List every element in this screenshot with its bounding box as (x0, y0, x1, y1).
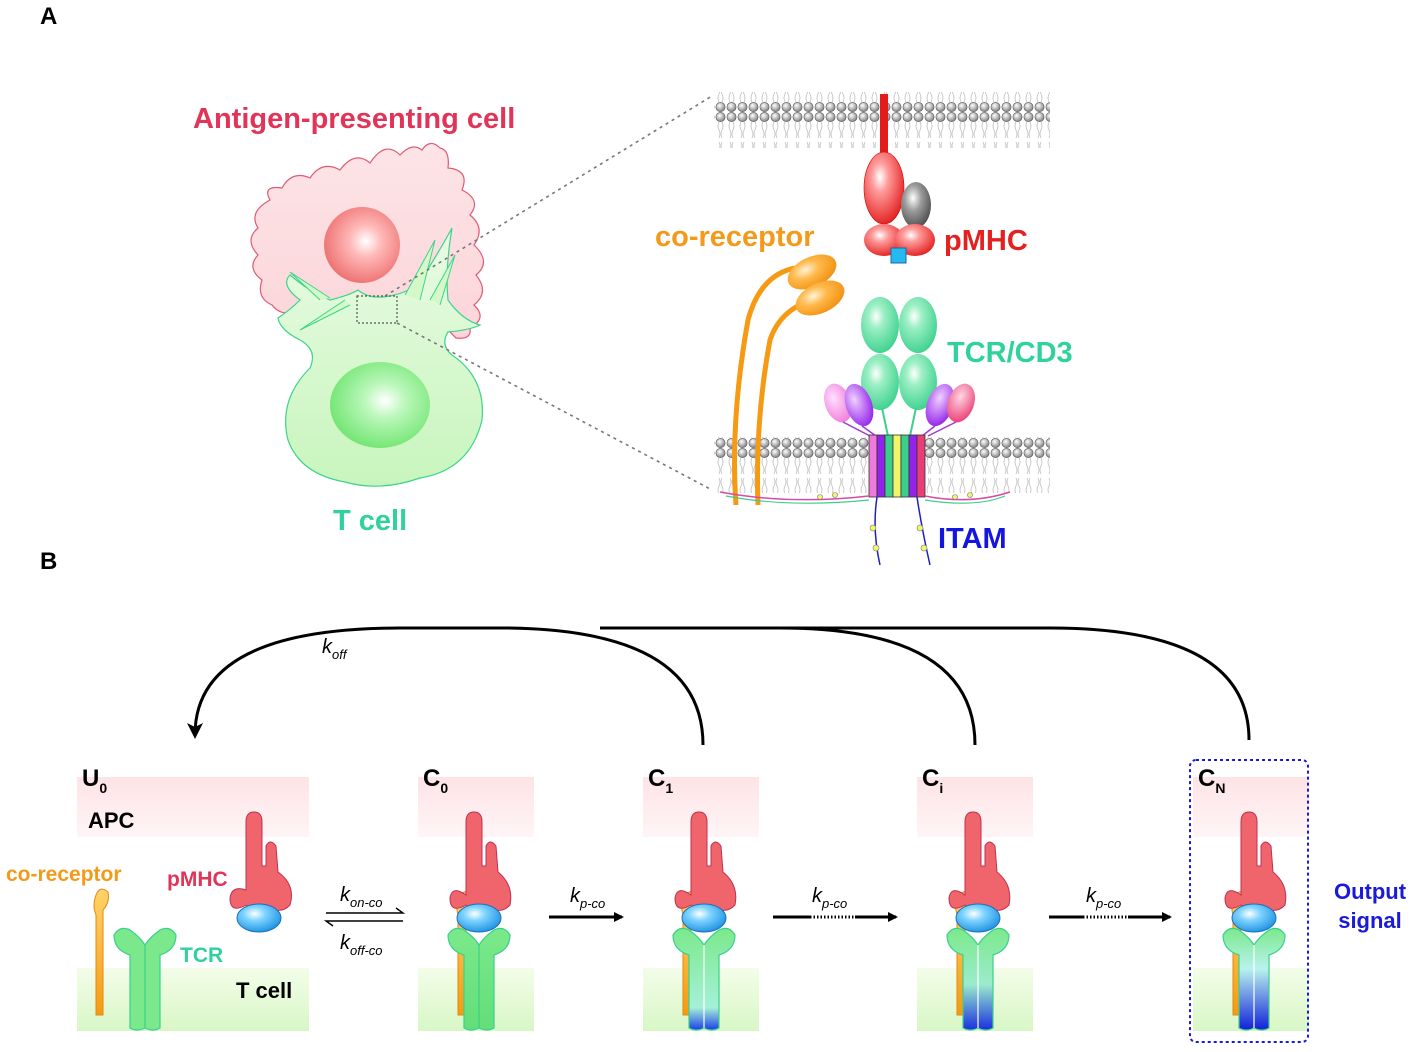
zoom-box (356, 295, 398, 324)
panel-a-label: A (40, 3, 57, 30)
cell-illustration (250, 95, 713, 491)
koff-arrows (187, 626, 1251, 746)
output-signal-line2: signal (1338, 908, 1402, 933)
koff-co-label: koff-co (340, 932, 383, 958)
u0-pmhc (229, 811, 292, 933)
state-label-c1: C1 (648, 765, 673, 796)
output-box (1189, 759, 1309, 1043)
coreceptor-molecule (732, 254, 845, 506)
tcell-band-label: T cell (236, 978, 292, 1003)
kon-co-label: kon-co (340, 884, 383, 910)
apc-label: Antigen-presenting cell (193, 103, 515, 135)
kp-co-label-1: kp-co (570, 885, 605, 911)
state-label-c0: C0 (423, 765, 448, 796)
panel-b-label: B (40, 548, 57, 575)
b-pmhc-label: pMHC (167, 868, 228, 891)
itam-label: ITAM (938, 523, 1007, 555)
kp-co-label-3: kp-co (1086, 885, 1121, 911)
peptide (890, 247, 907, 264)
state-label-u0: U0 (82, 765, 107, 796)
tcell-body (277, 227, 484, 487)
complex-c0 (447, 811, 512, 1031)
tcell-label: T cell (333, 505, 407, 537)
tcell-nucleus (330, 362, 430, 448)
tcr-cd3-label: TCR/CD3 (947, 337, 1073, 369)
state-u0 (77, 777, 309, 1031)
apc-band-label: APC (88, 808, 135, 833)
pmhc-label: pMHC (944, 225, 1028, 257)
b-coreceptor-label: co-receptor (6, 863, 122, 886)
state-label-cn: CN (1198, 765, 1225, 796)
pmhc-molecule (863, 94, 935, 264)
kp-co-label-2: kp-co (812, 885, 847, 911)
complex-ci (946, 811, 1011, 1031)
state-label-ci: Ci (922, 765, 943, 796)
complex-c1 (672, 811, 737, 1031)
tcr-cd3-complex (719, 297, 1011, 566)
coreceptor-label: co-receptor (655, 221, 815, 253)
u0-tcr (113, 927, 177, 1031)
koff-label: koff (322, 636, 348, 662)
output-signal-line1: Output (1334, 879, 1407, 904)
apc-nucleus (324, 207, 400, 283)
complex-cn (1222, 811, 1287, 1031)
u0-coreceptor (93, 888, 109, 1016)
equilibrium-arrows (323, 907, 406, 927)
b-tcr-label: TCR (180, 944, 223, 967)
